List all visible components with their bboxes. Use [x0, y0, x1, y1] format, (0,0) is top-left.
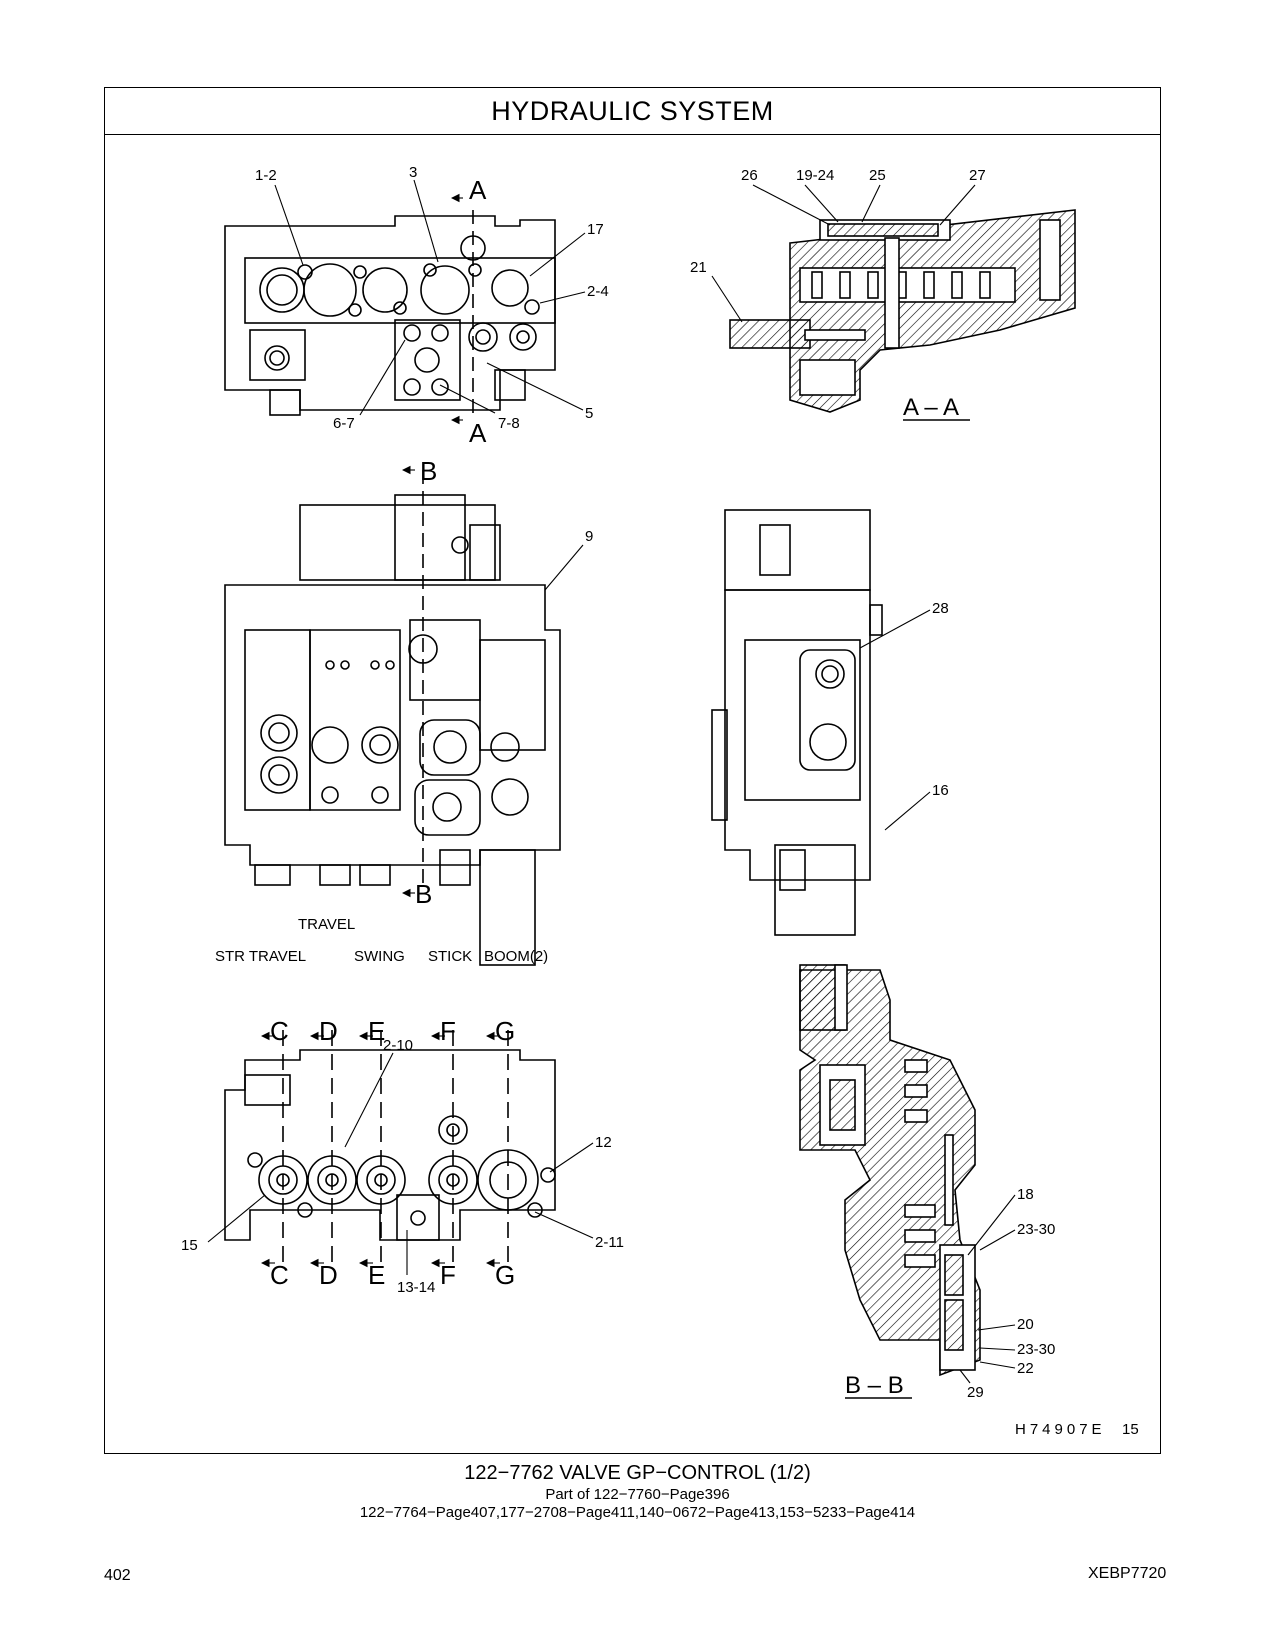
section-letter-f-top: F [440, 1016, 456, 1046]
top-valve-view [224, 210, 556, 420]
bottom-valve-view [224, 1030, 556, 1270]
top-view-callouts [274, 179, 586, 425]
figure-id: H74907E [1015, 1421, 1106, 1438]
callout-20: 20 [1017, 1316, 1034, 1333]
callout-3: 3 [409, 164, 417, 181]
page-title: HYDRAULIC SYSTEM [105, 88, 1160, 135]
callout-25: 25 [869, 167, 886, 184]
caption-part-of: Part of 122−7760−Page396 [545, 1486, 730, 1503]
callout-12: 12 [595, 1134, 612, 1151]
section-letter-f-bottom: F [440, 1260, 456, 1290]
section-bb-drawing [799, 964, 981, 1377]
callout-23-30-upper: 23-30 [1017, 1221, 1055, 1238]
callout-2-10: 2-10 [383, 1037, 413, 1054]
side-view-callouts [859, 609, 931, 831]
callout-17: 17 [587, 221, 604, 238]
caption-related-pages: 122−7764−Page407,177−2708−Page411,140−06… [359, 1504, 916, 1521]
section-letter-b-bottom: B [415, 879, 432, 909]
callout-13-14: 13-14 [397, 1279, 435, 1296]
function-label-stick: STICK [428, 948, 472, 965]
section-aa-callouts [711, 184, 976, 421]
callout-1-2: 1-2 [255, 167, 277, 184]
section-letter-b-top: B [420, 456, 437, 486]
section-bb-callouts [845, 1194, 1016, 1399]
section-letter-d-top: D [319, 1016, 338, 1046]
section-label-aa: A – A [903, 394, 959, 421]
section-letter-c-bottom: C [270, 1260, 289, 1290]
section-letter-g-top: G [495, 1016, 515, 1046]
section-letter-a-top: A [469, 175, 487, 205]
function-label-str-travel: STR TRAVEL [215, 948, 306, 965]
bottom-view-callouts [207, 1031, 594, 1275]
drawing-frame: HYDRAULIC SYSTEM [104, 87, 1161, 1454]
function-label-travel: TRAVEL [298, 916, 355, 933]
callout-16: 16 [932, 782, 949, 799]
callout-21: 21 [690, 259, 707, 276]
function-label-swing: SWING [354, 948, 405, 965]
callout-5: 5 [585, 405, 593, 422]
section-letter-e-top: E [368, 1016, 385, 1046]
section-letter-g-bottom: G [495, 1260, 515, 1290]
callout-15: 15 [181, 1237, 198, 1254]
section-letter-c-top: C [270, 1016, 289, 1046]
callout-7-8: 7-8 [498, 415, 520, 432]
section-label-bb: B – B [845, 1372, 904, 1399]
function-label-boom: BOOM(2) [484, 948, 548, 965]
callout-22: 22 [1017, 1360, 1034, 1377]
callout-26: 26 [741, 167, 758, 184]
section-letter-a-bottom: A [469, 418, 487, 448]
page-number: 402 [104, 1567, 131, 1584]
middle-valve-view [224, 470, 561, 966]
section-aa-drawing [729, 209, 1076, 413]
caption-title: 122−7762 VALVE GP−CONTROL (1/2) [464, 1462, 811, 1484]
callout-23-30-lower: 23-30 [1017, 1341, 1055, 1358]
side-valve-view [711, 509, 883, 936]
callout-27: 27 [969, 167, 986, 184]
middle-view-callouts [401, 465, 584, 898]
callout-19-24: 19-24 [796, 167, 834, 184]
callout-29: 29 [967, 1384, 984, 1401]
callout-18: 18 [1017, 1186, 1034, 1203]
callout-2-11: 2-11 [595, 1234, 624, 1251]
section-letter-e-bottom: E [368, 1260, 385, 1290]
document-code: XEBP7720 [1088, 1565, 1167, 1582]
callout-9: 9 [585, 528, 593, 545]
callout-28: 28 [932, 600, 949, 617]
callout-2-4: 2-4 [587, 283, 609, 300]
figure-number: 15 [1122, 1421, 1139, 1438]
callout-6-7: 6-7 [333, 415, 355, 432]
section-letter-d-bottom: D [319, 1260, 338, 1290]
